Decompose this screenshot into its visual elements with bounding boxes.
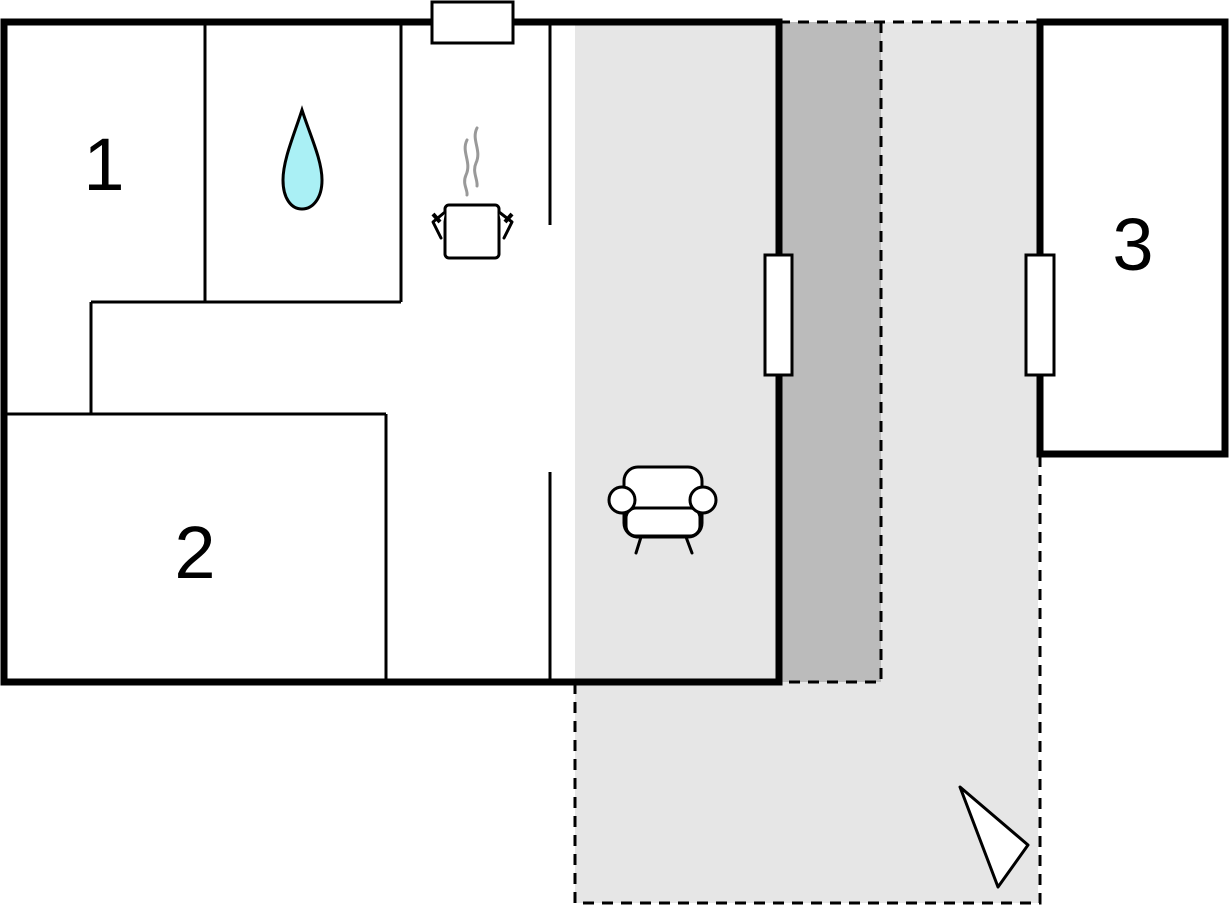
north-arrow-icon bbox=[958, 785, 1030, 889]
window-main-right bbox=[763, 253, 794, 377]
window-annex-left bbox=[1024, 253, 1056, 377]
covered-terrace-area bbox=[779, 22, 881, 682]
armchair-icon bbox=[607, 465, 718, 555]
room-number-3: 3 bbox=[1112, 203, 1153, 286]
window-top bbox=[430, 0, 515, 45]
cooking-pot-icon bbox=[431, 126, 514, 260]
outside-area bbox=[0, 684, 575, 907]
covered-terrace-border bbox=[779, 22, 883, 684]
water-drop-icon bbox=[281, 105, 324, 211]
interior-walls bbox=[4, 22, 552, 682]
room-number-1: 1 bbox=[83, 123, 124, 206]
room-number-2: 2 bbox=[174, 511, 215, 594]
main-house-outer-wall bbox=[0, 18, 783, 686]
